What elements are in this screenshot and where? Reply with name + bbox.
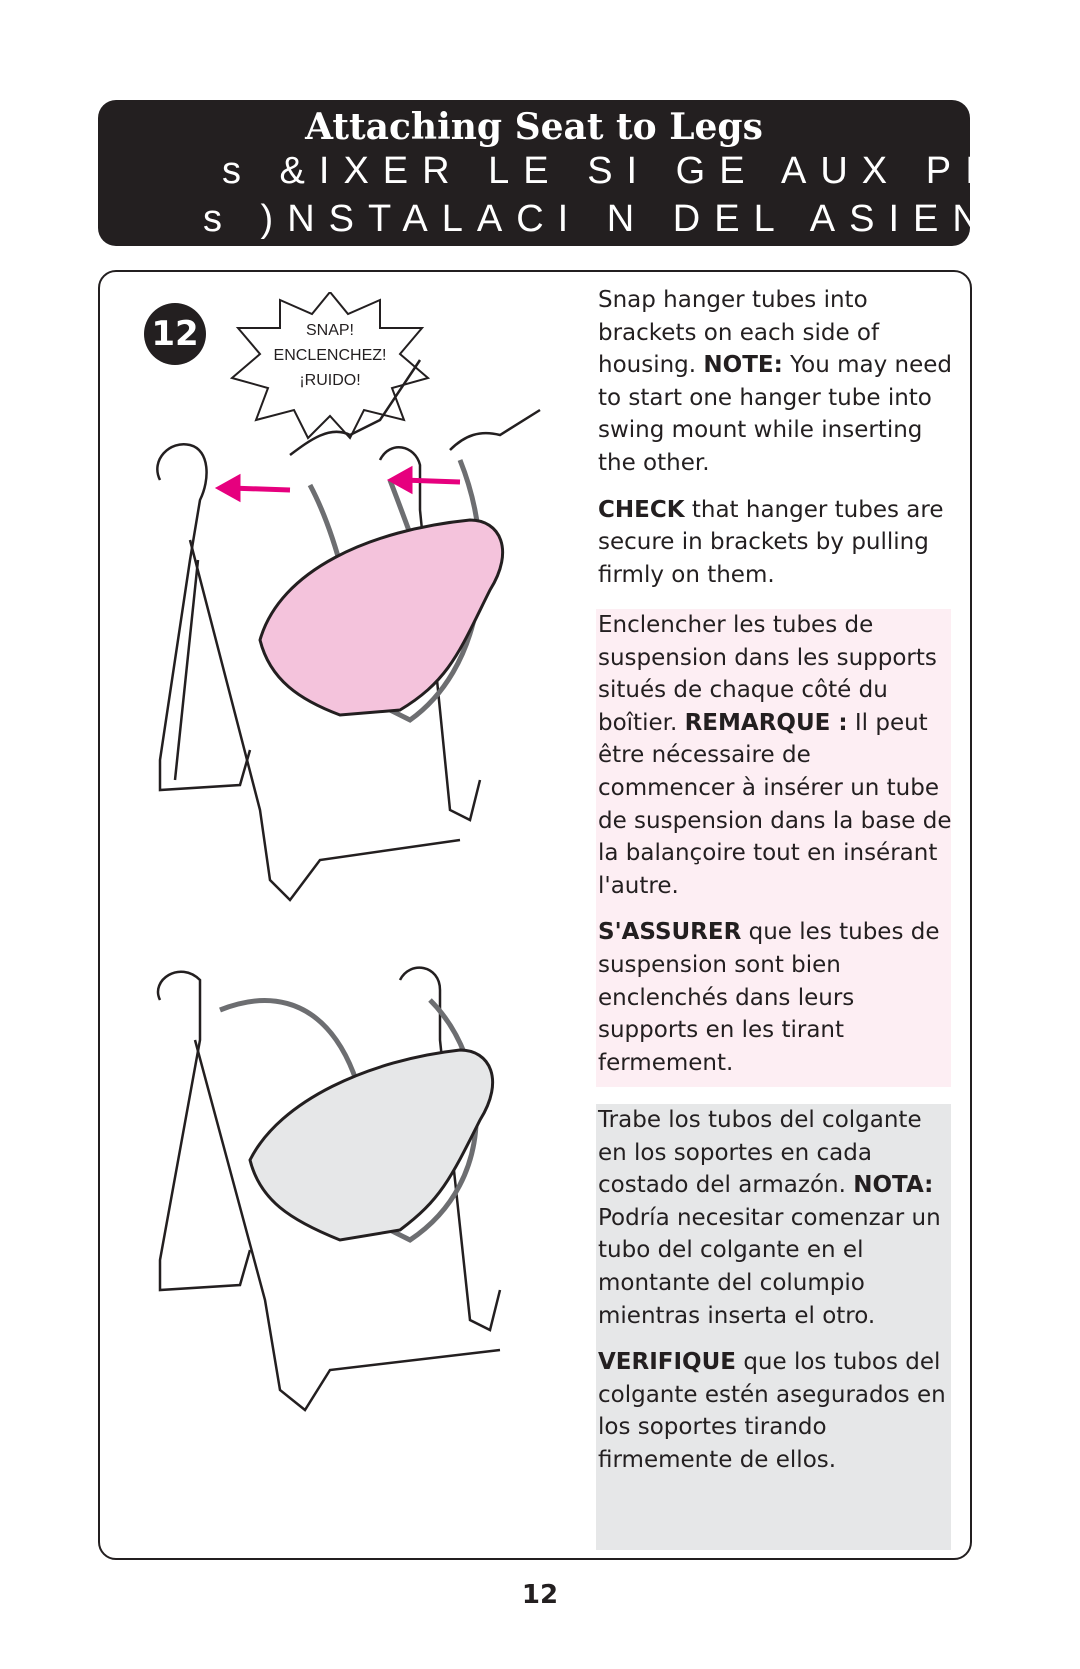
left-leg-bottom-icon <box>156 970 252 1292</box>
check-label: CHECK <box>598 496 685 523</box>
french-section-background <box>596 609 951 1087</box>
page-number: 12 <box>521 1580 559 1610</box>
section-title-french: s &IXER LE SI GE AUX PIED <box>222 150 970 192</box>
verifique-label: VERIFIQUE <box>598 1349 736 1376</box>
section-title: Attaching Seat to Legs <box>305 106 763 148</box>
left-leg-top-icon <box>156 442 252 792</box>
english-paragraph-1: Snap hanger tubes into brackets on each … <box>598 287 952 476</box>
right-leg-bottom-icon <box>398 966 502 1332</box>
french-instructions: Enclencher les tubes de suspension dans … <box>598 609 953 1079</box>
french-paragraph-1: Enclencher les tubes de suspension dans … <box>598 612 952 899</box>
spanish-paragraph-2: VERIFIQUE que los tubos del colgante est… <box>598 1349 946 1473</box>
spanish-paragraph-1: Trabe los tubos del colgante en los sopo… <box>598 1107 941 1329</box>
step-number-badge: 12 <box>144 303 206 365</box>
hand-left-icon <box>289 359 422 457</box>
spanish-instructions: Trabe los tubos del colgante en los sopo… <box>598 1104 953 1477</box>
section-title-spanish: s )NSTALACI N DEL ASIENTO <box>203 198 970 240</box>
callout-snap: SNAP! <box>305 322 354 339</box>
remarque-label: REMARQUE : <box>684 709 848 736</box>
seat-pink-icon <box>258 518 505 717</box>
section-header: Attaching Seat to Legs s &IXER LE SI GE … <box>98 100 970 246</box>
french-paragraph-2: S'ASSURER que les tubes de suspension so… <box>598 919 940 1076</box>
seat-installed-icon <box>248 1048 495 1242</box>
callout-enclenchez: ENCLENCHEZ! <box>273 347 387 364</box>
spanish-section-background <box>596 1104 951 1550</box>
sassurer-label: S'ASSURER <box>598 919 742 946</box>
nota-label: NOTA: <box>853 1172 934 1199</box>
english-paragraph-2: CHECK that hanger tubes are secure in br… <box>598 496 944 588</box>
snap-burst-icon <box>230 292 430 440</box>
english-instructions: Snap hanger tubes into brackets on each … <box>598 284 953 591</box>
callout-ruido: ¡RUIDO! <box>299 372 361 389</box>
note-label: NOTE: <box>703 352 783 379</box>
hand-right-icon <box>449 408 541 451</box>
assembly-illustration <box>156 359 541 1412</box>
snap-callout: SNAP! ENCLENCHEZ! ¡RUIDO! <box>230 318 430 393</box>
